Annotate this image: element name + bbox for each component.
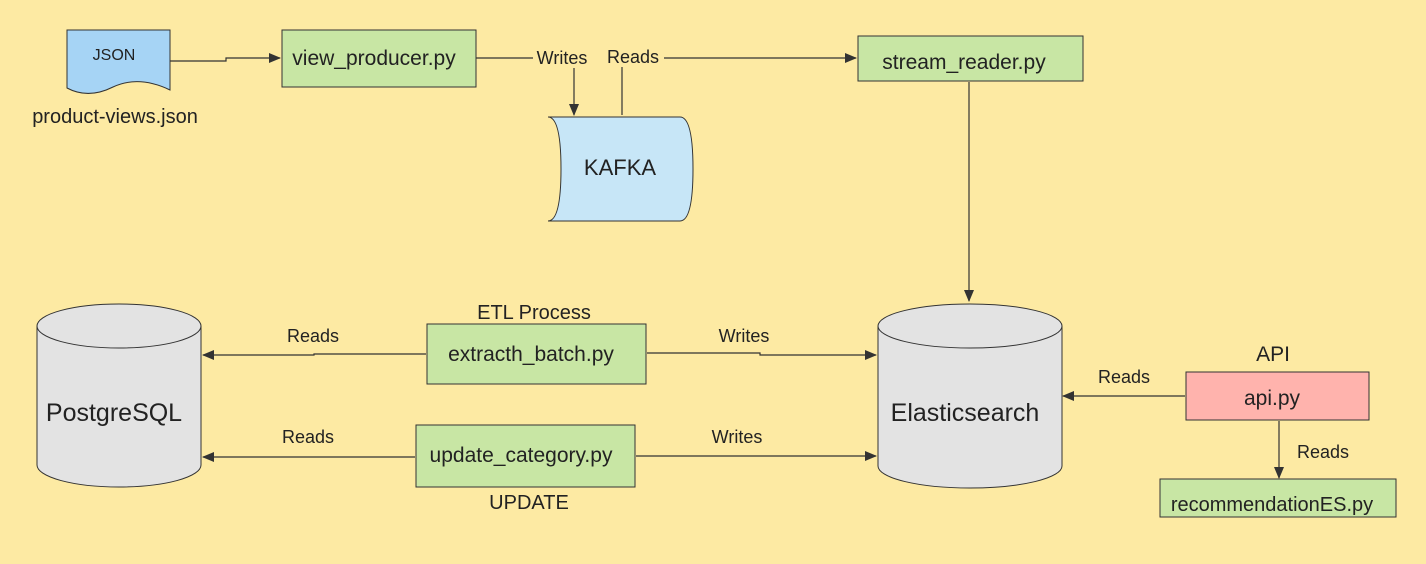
edge-label-update-reads: Reads [282,427,334,447]
etl-process-caption: ETL Process [477,302,591,324]
api-caption: API [1256,343,1290,366]
database-icon [877,303,1063,489]
process-box [857,35,1084,82]
api-box [1185,371,1370,421]
edge-etl-to-postgres [202,350,426,360]
process-box [415,424,636,488]
edge-etl-to-elasticsearch [647,350,877,360]
elasticsearch-label: Elasticsearch [891,399,1040,427]
process-box [1159,478,1397,518]
postgresql-label: PostgreSQL [46,399,182,427]
database-rim [877,325,1063,349]
edge-json-to-producer [170,53,281,63]
view-producer-label: view_producer.py [292,47,456,70]
database-rim [36,325,202,349]
edge-label-etl-writes: Writes [719,326,770,346]
extract-batch-label: extracth_batch.py [448,343,614,366]
queue-icon [547,116,694,222]
node-kafka[interactable]: KAFKA [547,116,694,222]
api-label: api.py [1244,387,1301,410]
kafka-label: KAFKA [584,155,656,180]
update-category-label: update_category.py [430,444,613,467]
node-postgresql[interactable]: PostgreSQL [36,303,202,488]
edge-label-producer-writes: Writes [537,48,588,68]
edge-label-rec-reads: Reads [1297,442,1349,462]
node-api[interactable]: API api.py [1185,343,1370,421]
node-extract-batch[interactable]: ETL Process extracth_batch.py [426,302,647,385]
node-recommendation[interactable]: recommendationES.py [1159,478,1397,518]
process-box [281,29,477,88]
edge-labels: Writes Reads Reads Writes Reads Writes R… [282,47,1349,462]
recommendation-label: recommendationES.py [1171,494,1373,516]
node-stream-reader[interactable]: stream_reader.py [857,35,1084,82]
stream-reader-label: stream_reader.py [882,51,1046,74]
document-icon [66,29,171,94]
edge-label-api-reads: Reads [1098,367,1150,387]
process-box [426,323,647,385]
node-view-producer[interactable]: view_producer.py [281,29,477,88]
node-update-category[interactable]: update_category.py UPDATE [415,424,636,514]
node-elasticsearch[interactable]: Elasticsearch [877,303,1063,489]
database-icon [36,303,202,488]
update-caption: UPDATE [489,492,569,514]
node-json-document[interactable]: JSON product-views.json [32,29,198,128]
edge-label-update-writes: Writes [712,427,763,447]
json-document-caption: product-views.json [32,106,198,128]
json-document-label: JSON [93,47,136,64]
edge-label-reader-reads: Reads [607,47,659,67]
edge-label-etl-reads: Reads [287,326,339,346]
